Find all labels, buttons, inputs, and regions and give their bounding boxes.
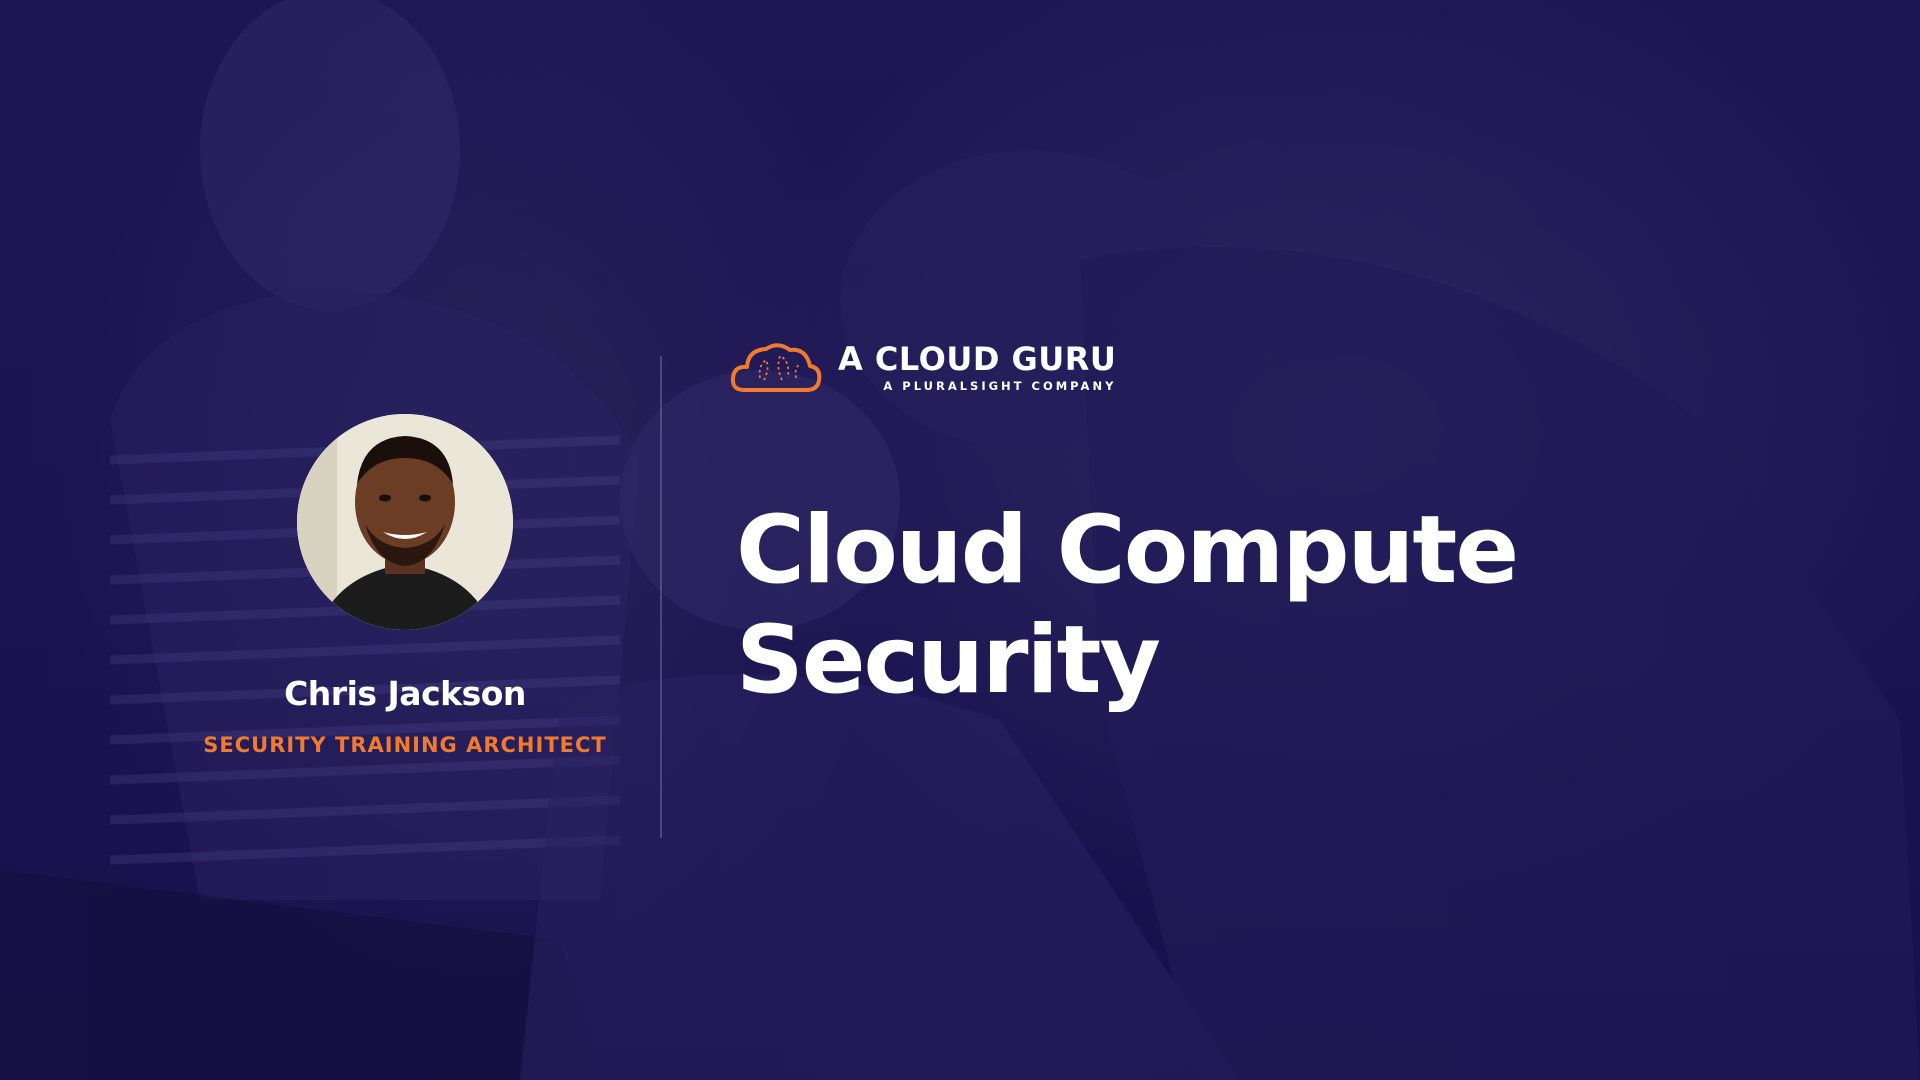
vertical-divider <box>660 356 662 838</box>
presenter-photo <box>297 414 513 630</box>
course-title-line-2: Security <box>736 606 1161 715</box>
presenter-card: Chris Jackson SECURITY TRAINING ARCHITEC… <box>190 414 620 757</box>
brand-tagline: A PLURALSIGHT COMPANY <box>883 379 1117 393</box>
cloud-logo-icon <box>730 343 822 392</box>
presenter-avatar <box>297 414 513 630</box>
brand-name: A CLOUD GURU <box>838 340 1117 378</box>
presenter-role: SECURITY TRAINING ARCHITECT <box>203 733 607 757</box>
course-title: Cloud Compute Security <box>736 496 1836 716</box>
course-title-line-1: Cloud Compute <box>736 496 1519 605</box>
brand-header: A CLOUD GURU A PLURALSIGHT COMPANY <box>730 338 1116 396</box>
presenter-name: Chris Jackson <box>284 674 526 713</box>
